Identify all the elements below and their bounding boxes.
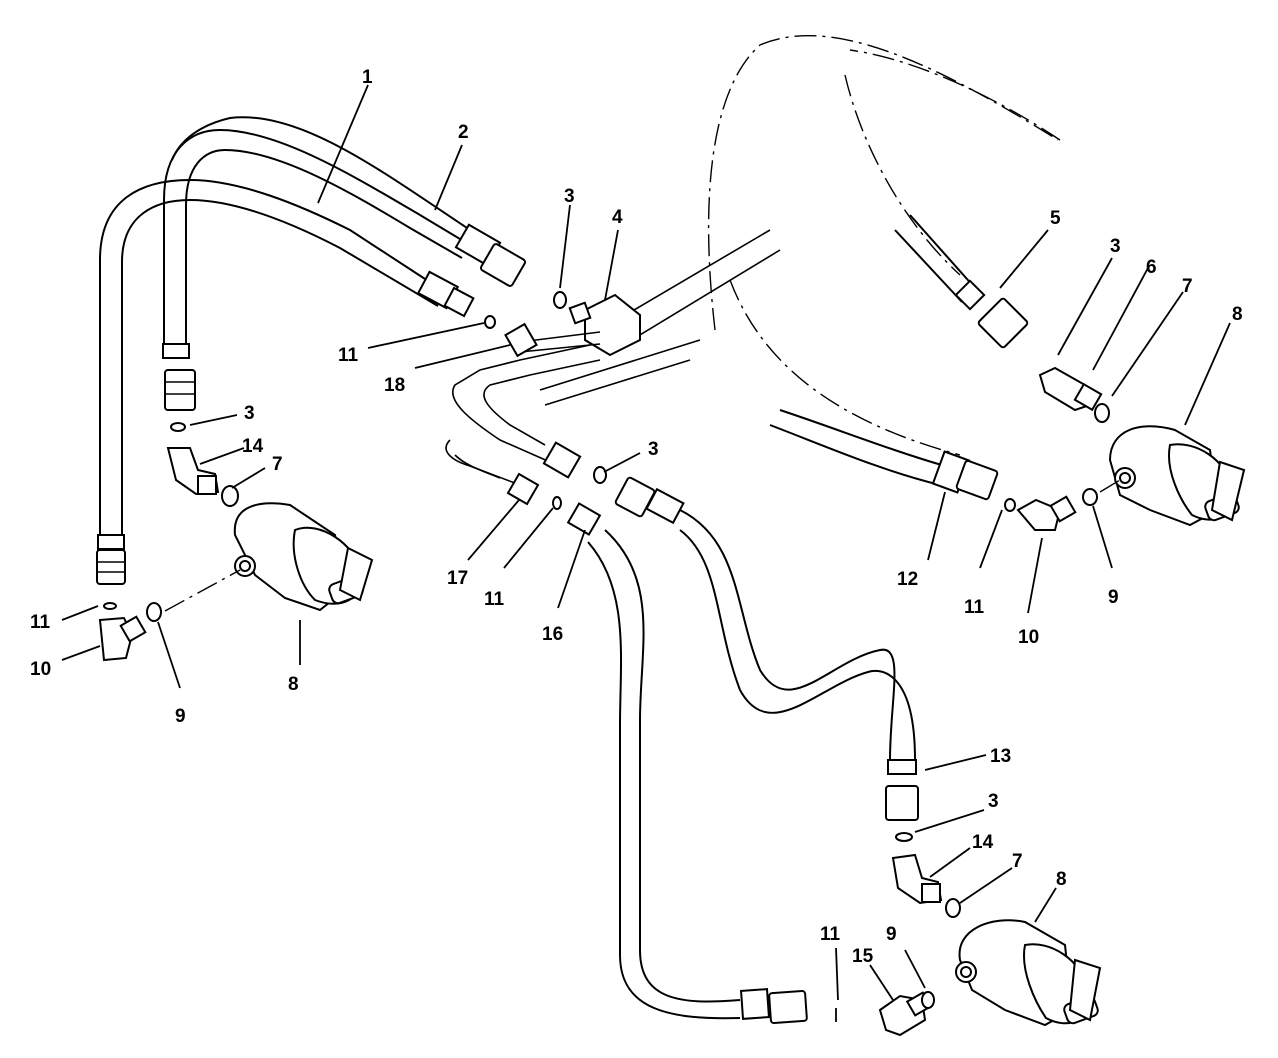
pump-right-upper: [1108, 425, 1246, 527]
callout-9-lower: 9: [886, 924, 897, 945]
hose-16: [566, 502, 808, 1025]
callout-12: 12: [897, 569, 918, 590]
callout-6: 6: [1146, 257, 1157, 278]
callout-11-right: 11: [964, 597, 985, 618]
hose-5: [894, 214, 1029, 349]
pump-right-lower: [955, 919, 1102, 1027]
fitting-6: [1038, 366, 1103, 412]
callout-8-right: 8: [1232, 304, 1243, 325]
callout-8-left: 8: [288, 674, 299, 695]
callout-10-right: 10: [1018, 627, 1039, 648]
callout-11-lower: 11: [820, 924, 841, 945]
callout-1: 1: [362, 67, 373, 88]
hose-1: [96, 178, 475, 585]
callout-7-left: 7: [272, 454, 283, 475]
callout-2: 2: [458, 122, 469, 143]
callout-3-top: 3: [564, 186, 575, 207]
callout-4: 4: [612, 207, 623, 228]
phantom-outline: [707, 34, 1061, 456]
elbow-fitting-14-right: [891, 853, 943, 905]
hose-2: [162, 116, 526, 411]
callout-3-right: 3: [1110, 236, 1121, 257]
callout-3-left: 3: [244, 403, 255, 424]
elbow-fitting-14-left: [166, 447, 220, 496]
callout-17: 17: [447, 568, 468, 589]
callout-14-right: 14: [972, 832, 994, 853]
hose-12: [769, 409, 999, 501]
callout-11-center-lower: 11: [484, 589, 505, 610]
callout-8-lower: 8: [1056, 869, 1067, 890]
centerlines: [164, 479, 1121, 612]
callout-13: 13: [990, 746, 1011, 767]
callout-3-lower: 3: [988, 791, 999, 812]
callout-18: 18: [384, 375, 405, 396]
callout-7-right: 7: [1182, 276, 1193, 297]
pump-left: [233, 502, 374, 612]
fitting-15: [878, 991, 933, 1037]
elbow-fitting-10-right: [1016, 495, 1077, 531]
callout-3-center: 3: [648, 439, 659, 460]
callout-9-right: 9: [1108, 587, 1119, 608]
o-rings: [103, 291, 1110, 1022]
callout-10-left: 10: [30, 659, 51, 680]
callout-14-left: 14: [242, 436, 264, 457]
hose-13: [614, 476, 919, 821]
callout-9-left: 9: [175, 706, 186, 727]
callout-15: 15: [852, 946, 874, 967]
callout-11-center: 11: [338, 345, 359, 366]
callout-5: 5: [1050, 208, 1061, 229]
callout-7-lower: 7: [1012, 851, 1023, 872]
callout-11-left: 11: [30, 612, 51, 633]
leader-lines: [61, 84, 1231, 1001]
tee-and-tube: [445, 229, 781, 506]
elbow-fitting-10-left: [98, 615, 147, 662]
callout-labels: 1 2 3 4 5 3 6 7 8 11 18 3 14 7 3 17 11 1…: [30, 67, 1243, 967]
callout-16: 16: [542, 624, 563, 645]
